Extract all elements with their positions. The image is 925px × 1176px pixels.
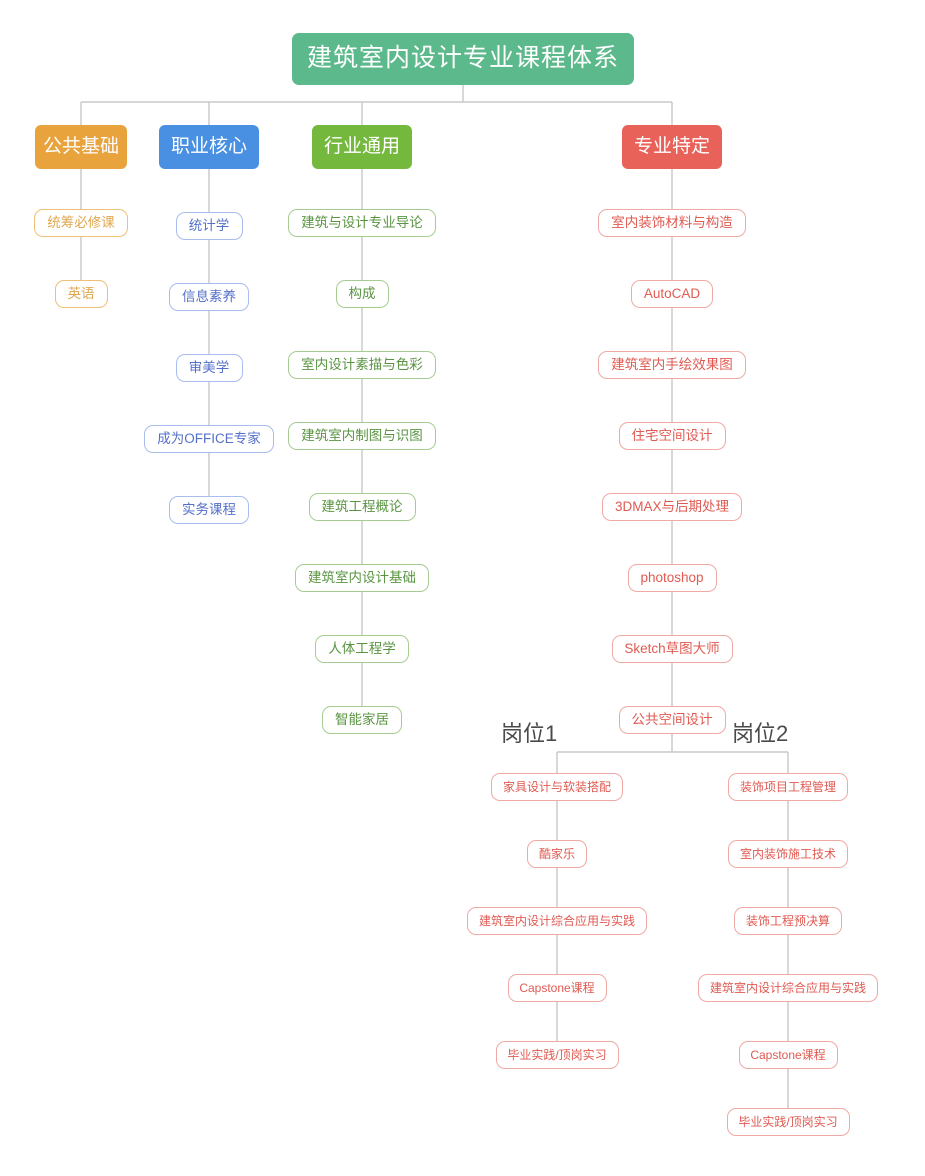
course-node[interactable]: 装饰项目工程管理 xyxy=(728,773,848,801)
course-node[interactable]: 室内设计素描与色彩 xyxy=(288,351,436,379)
category-node-vocational-core[interactable]: 职业核心 xyxy=(159,125,259,169)
course-node[interactable]: photoshop xyxy=(627,564,717,592)
course-node[interactable]: 公共空间设计 xyxy=(618,706,726,734)
branch-label-post-2: 岗位2 xyxy=(732,721,789,746)
course-node[interactable]: 建筑与设计专业导论 xyxy=(288,209,436,237)
course-node[interactable]: Capstone课程 xyxy=(507,974,607,1002)
course-node[interactable]: 构成 xyxy=(335,280,389,308)
category-node-major-specific[interactable]: 专业特定 xyxy=(622,125,722,169)
course-node[interactable]: Sketch草图大师 xyxy=(611,635,733,663)
course-node[interactable]: 建筑室内设计综合应用与实践 xyxy=(698,974,878,1002)
category-node-public-base[interactable]: 公共基础 xyxy=(35,125,127,169)
branch-label-post-1: 岗位1 xyxy=(501,721,558,746)
course-node[interactable]: 装饰工程预决算 xyxy=(734,907,842,935)
course-node[interactable]: 审美学 xyxy=(175,354,243,382)
course-node[interactable]: AutoCAD xyxy=(631,280,713,308)
course-node[interactable]: 成为OFFICE专家 xyxy=(144,425,274,453)
course-node[interactable]: 3DMAX与后期处理 xyxy=(602,493,742,521)
course-node[interactable]: 毕业实践/顶岗实习 xyxy=(726,1108,850,1136)
course-node[interactable]: 建筑室内设计综合应用与实践 xyxy=(467,907,647,935)
course-node[interactable]: 智能家居 xyxy=(322,706,402,734)
course-node[interactable]: 实务课程 xyxy=(169,496,249,524)
course-node[interactable]: 酷家乐 xyxy=(527,840,587,868)
root-node-title[interactable]: 建筑室内设计专业课程体系 xyxy=(292,33,634,85)
course-node[interactable]: 毕业实践/顶岗实习 xyxy=(495,1041,619,1069)
course-node[interactable]: 建筑室内设计基础 xyxy=(295,564,429,592)
course-node[interactable]: 室内装饰施工技术 xyxy=(728,840,848,868)
course-node[interactable]: 人体工程学 xyxy=(315,635,409,663)
course-node[interactable]: 家具设计与软装搭配 xyxy=(491,773,623,801)
course-node[interactable]: 信息素养 xyxy=(169,283,249,311)
course-node[interactable]: 建筑室内手绘效果图 xyxy=(598,351,746,379)
course-node[interactable]: 统筹必修课 xyxy=(34,209,128,237)
category-node-industry-common[interactable]: 行业通用 xyxy=(312,125,412,169)
course-node[interactable]: 建筑室内制图与识图 xyxy=(288,422,436,450)
course-node[interactable]: 住宅空间设计 xyxy=(618,422,726,450)
course-node[interactable]: Capstone课程 xyxy=(738,1041,838,1069)
course-node[interactable]: 统计学 xyxy=(175,212,243,240)
course-node[interactable]: 室内装饰材料与构造 xyxy=(598,209,746,237)
course-node[interactable]: 建筑工程概论 xyxy=(308,493,416,521)
course-node[interactable]: 英语 xyxy=(54,280,108,308)
